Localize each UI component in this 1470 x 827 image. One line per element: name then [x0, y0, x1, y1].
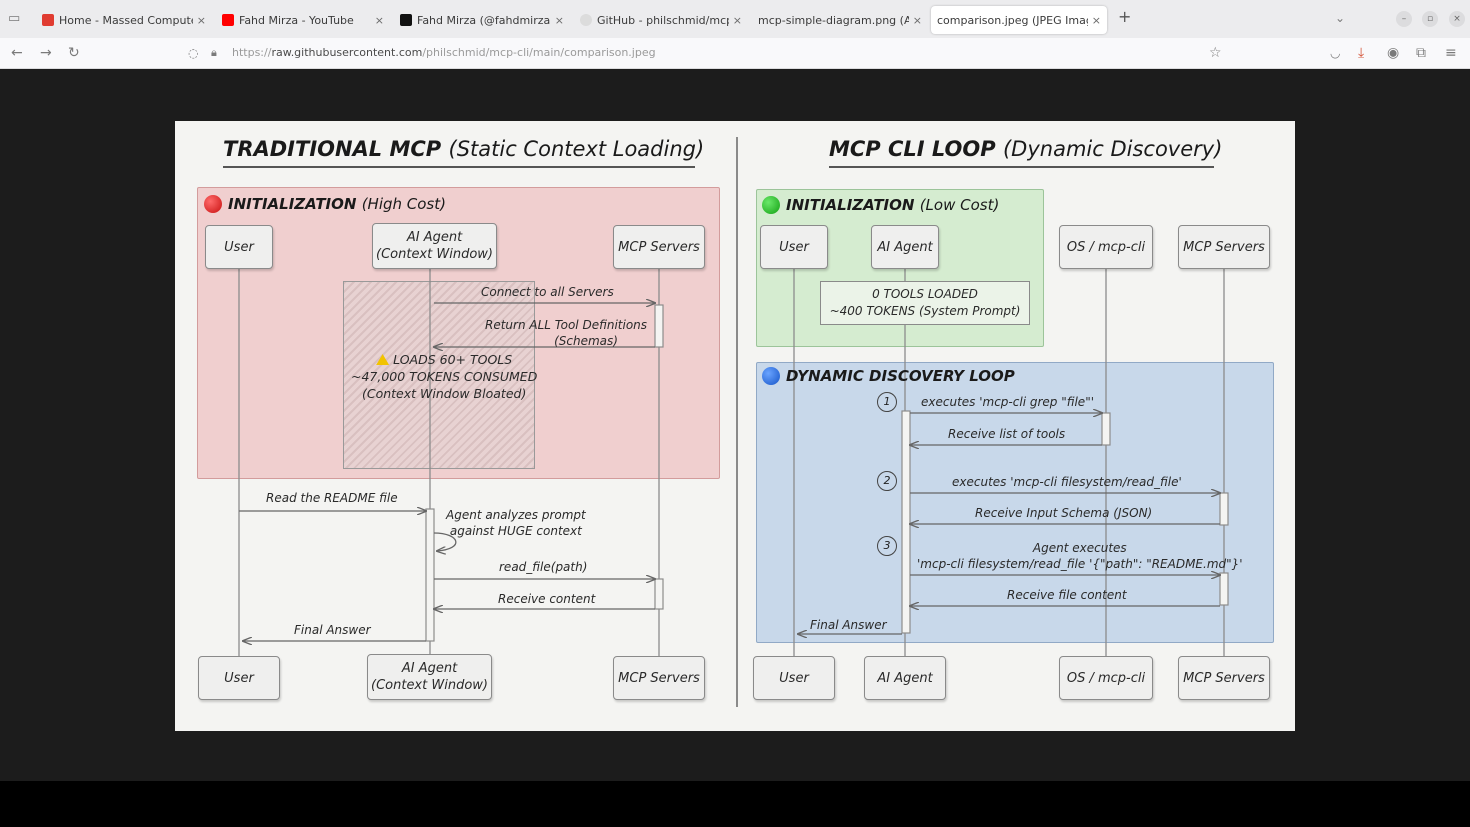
- right-os-box-bottom: OS / mcp-cli: [1059, 656, 1153, 700]
- back-arrow-icon[interactable]: ←: [11, 45, 23, 61]
- comparison-diagram[interactable]: TRADITIONAL MCP (Static Context Loading)…: [175, 121, 1295, 731]
- tab-x-profile[interactable]: Fahd Mirza (@fahdmirza ×: [400, 6, 564, 34]
- tab-youtube[interactable]: Fahd Mirza - YouTube ×: [222, 6, 384, 34]
- msg-connect-servers: Connect to all Servers: [481, 285, 614, 299]
- msg-receive-schema: Receive Input Schema (JSON): [975, 506, 1153, 520]
- left-user-box-bottom: User: [198, 656, 280, 700]
- left-agent-box-bottom: AI Agent (Context Window): [367, 654, 492, 700]
- right-title: MCP CLI LOOP (Dynamic Discovery): [829, 137, 1223, 161]
- right-agent-box-bottom: AI Agent: [864, 656, 946, 700]
- left-servers-box-top: MCP Servers: [613, 225, 705, 269]
- step-1-badge: 1: [877, 392, 897, 412]
- green-status-icon: [762, 196, 780, 214]
- close-tab-icon[interactable]: ×: [196, 13, 206, 27]
- red-status-icon: [204, 195, 222, 213]
- msg-read-readme: Read the README file: [266, 491, 398, 505]
- minimize-icon[interactable]: –: [1396, 11, 1412, 27]
- msg-agent-analyzes: Agent analyzes prompt against HUGE conte…: [446, 508, 586, 538]
- dynamic-discovery-region: [756, 362, 1274, 643]
- left-title: TRADITIONAL MCP (Static Context Loading): [223, 137, 705, 161]
- step-2-badge: 2: [877, 471, 897, 491]
- tab-bar: ▭ Home - Massed Compute × Fahd Mirza - Y…: [0, 0, 1470, 38]
- msg-left-final-answer: Final Answer: [294, 623, 371, 637]
- right-servers-box-top: MCP Servers: [1178, 225, 1270, 269]
- navigation-toolbar: ← → ↻ ◌ 🔒︎ https://raw.githubusercontent…: [0, 38, 1470, 69]
- right-os-box-top: OS / mcp-cli: [1059, 225, 1153, 269]
- account-icon[interactable]: ◉: [1387, 45, 1400, 61]
- video-bottom-bar: [0, 781, 1470, 827]
- warning-icon: [376, 354, 390, 365]
- url-bar[interactable]: https://raw.githubusercontent.com/philsc…: [232, 46, 656, 59]
- sequence-lines: [238, 269, 1229, 656]
- right-user-box-top: User: [760, 225, 828, 269]
- center-divider: [736, 137, 738, 707]
- msg-read-file: read_file(path): [499, 560, 588, 574]
- close-tab-icon[interactable]: ×: [912, 13, 922, 27]
- msg-receive-content: Receive content: [498, 592, 596, 606]
- left-servers-box-bottom: MCP Servers: [613, 656, 705, 700]
- msg-receive-file-content: Receive file content: [1007, 588, 1127, 602]
- left-init-label: INITIALIZATION (High Cost): [204, 195, 446, 213]
- loop-label: DYNAMIC DISCOVERY LOOP: [762, 367, 1015, 385]
- youtube-icon: [222, 14, 234, 26]
- left-user-box-top: User: [205, 225, 273, 269]
- right-servers-box-bottom: MCP Servers: [1178, 656, 1270, 700]
- msg-grep-file: executes 'mcp-cli grep "file"': [921, 395, 1095, 409]
- tab-massed-compute[interactable]: Home - Massed Compute ×: [42, 6, 206, 34]
- maximize-icon[interactable]: ▫: [1422, 11, 1438, 27]
- pocket-icon[interactable]: ◡: [1330, 46, 1341, 60]
- left-title-underline: [223, 166, 695, 168]
- shield-icon[interactable]: ◌: [188, 46, 199, 60]
- forward-arrow-icon[interactable]: →: [40, 45, 52, 61]
- context-bloat-area: [343, 281, 535, 469]
- close-window-icon[interactable]: ×: [1449, 11, 1465, 27]
- extensions-icon[interactable]: ⧉: [1416, 45, 1426, 61]
- x-icon: [400, 14, 412, 26]
- tab-list-icon[interactable]: ▭: [8, 11, 21, 26]
- lock-icon: 🔒︎: [211, 46, 217, 59]
- close-tab-icon[interactable]: ×: [1091, 13, 1101, 27]
- chevron-down-icon[interactable]: ⌄: [1335, 11, 1346, 25]
- left-agent-box-top: AI Agent (Context Window): [372, 223, 497, 269]
- tab-github[interactable]: GitHub - philschmid/mcp ×: [580, 6, 742, 34]
- close-tab-icon[interactable]: ×: [374, 13, 384, 27]
- close-tab-icon[interactable]: ×: [732, 13, 742, 27]
- msg-agent-executes: Agent executes 'mcp-cli filesystem/read_…: [917, 541, 1243, 571]
- tab-comparison-jpeg[interactable]: comparison.jpeg (JPEG Imag ×: [931, 6, 1107, 34]
- step-3-badge: 3: [877, 536, 897, 556]
- download-icon[interactable]: ⤓: [1358, 45, 1365, 61]
- msg-receive-list: Receive list of tools: [948, 427, 1066, 441]
- right-title-underline: [829, 166, 1214, 168]
- close-tab-icon[interactable]: ×: [554, 13, 564, 27]
- token-bloat-warning: LOADS 60+ TOOLS ~47,000 TOKENS CONSUMED …: [351, 352, 538, 401]
- bookmark-star-icon[interactable]: ☆: [1209, 45, 1222, 61]
- msg-right-final-answer: Final Answer: [810, 618, 887, 632]
- right-init-label: INITIALIZATION (Low Cost): [762, 196, 999, 214]
- github-icon: [580, 14, 592, 26]
- new-tab-button[interactable]: +: [1118, 7, 1132, 26]
- tools-loaded-note: 0 TOOLS LOADED ~400 TOKENS (System Promp…: [820, 281, 1030, 325]
- msg-exec-read-file: executes 'mcp-cli filesystem/read_file': [952, 475, 1182, 489]
- massed-compute-icon: [42, 14, 54, 26]
- msg-return-tools: Return ALL Tool Definitions (Schemas): [485, 318, 648, 348]
- right-agent-box-top: AI Agent: [871, 225, 939, 269]
- reload-icon[interactable]: ↻: [68, 45, 80, 61]
- menu-icon[interactable]: ≡: [1445, 45, 1457, 61]
- right-user-box-bottom: User: [753, 656, 835, 700]
- tab-mcp-simple-diagram[interactable]: mcp-simple-diagram.png (A ×: [758, 13, 922, 27]
- blue-status-icon: [762, 367, 780, 385]
